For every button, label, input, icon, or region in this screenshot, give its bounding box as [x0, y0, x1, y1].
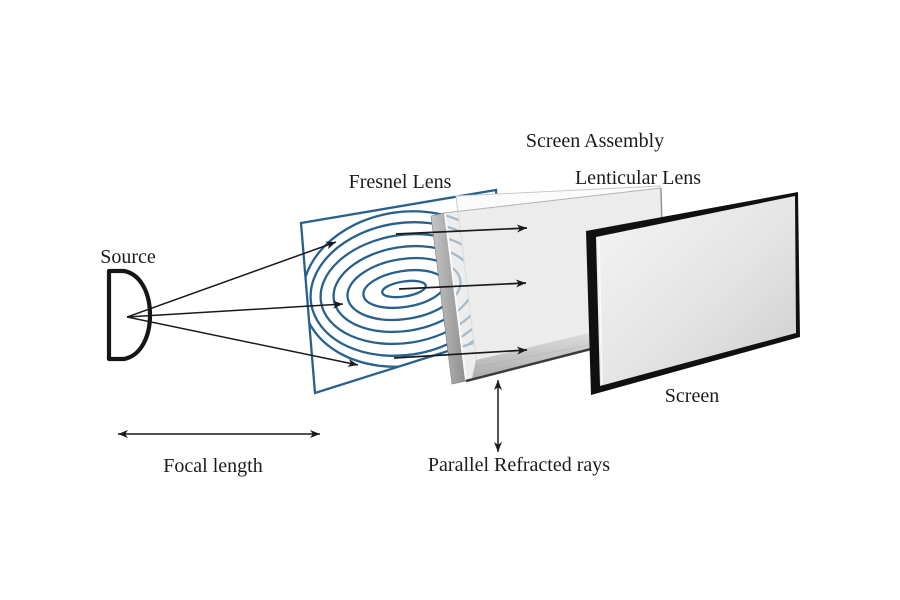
parallel-refracted-rays-label: Parallel Refracted rays: [428, 454, 610, 476]
ray-refracted-top: [395, 224, 528, 235]
screen-panel: [586, 192, 800, 395]
source-label: Source: [100, 246, 156, 268]
screen-left-highlight: [598, 239, 603, 385]
screen-assembly-label: Screen Assembly: [526, 130, 664, 152]
ray-refracted-middle: [398, 279, 527, 290]
screen-label: Screen: [665, 385, 719, 407]
ray-source-top: [126, 241, 337, 318]
fresnel-ring: [381, 279, 427, 299]
focal-length-label: Focal length: [163, 455, 262, 477]
lenticular-lens-label: Lenticular Lens: [575, 167, 701, 189]
refracted-rays: [393, 224, 528, 359]
screen-face: [596, 196, 796, 386]
ray-refracted-bottom: [393, 346, 528, 359]
fresnel-lens-label: Fresnel Lens: [349, 171, 452, 193]
ray-source-bottom: [126, 316, 359, 367]
source-rays: [126, 241, 359, 367]
source-shape: [106, 268, 153, 362]
lenticular-left-highlight: [444, 213, 467, 381]
ray-source-middle: [126, 300, 344, 318]
lenticular-top-edge: [443, 187, 662, 214]
